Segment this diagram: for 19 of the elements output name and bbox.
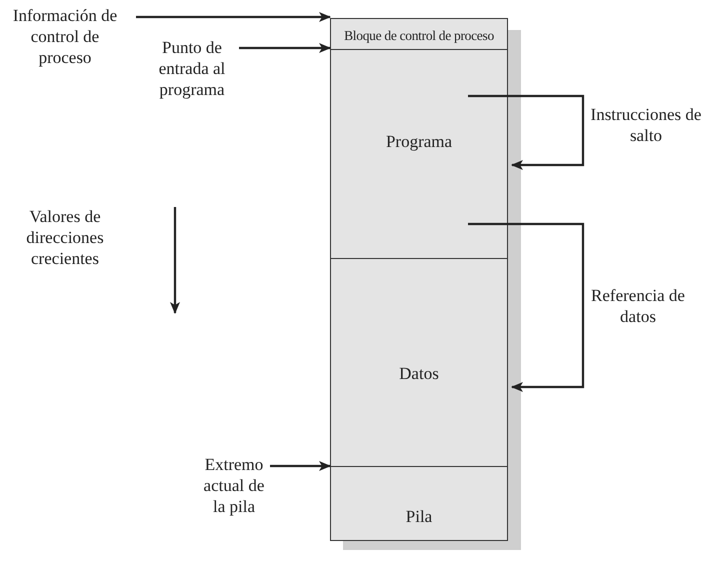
arrow <box>468 222 584 392</box>
section-label: Programa <box>386 132 452 151</box>
section-label: Datos <box>399 364 439 383</box>
edge-label: Referencia de datos <box>590 285 686 327</box>
memory-section <box>330 466 508 541</box>
annotation-text: Extremo actual de la pila <box>198 454 270 520</box>
annotation-text: Punto de entrada al programa <box>145 37 239 103</box>
header-section <box>330 18 508 50</box>
memory-section <box>330 258 508 467</box>
arrow <box>468 94 584 170</box>
memory-section <box>330 49 508 259</box>
note-text: Valores de direcciones crecientes <box>25 206 105 269</box>
arrow <box>136 12 331 22</box>
annotation-text: Información de control de proceso <box>4 5 126 68</box>
section-label: Pila <box>406 507 432 526</box>
section-label: Bloque de control de proceso <box>344 28 494 43</box>
arrow <box>270 461 331 471</box>
edge-label: Instrucciones de salto <box>590 104 702 146</box>
arrow <box>239 43 331 53</box>
